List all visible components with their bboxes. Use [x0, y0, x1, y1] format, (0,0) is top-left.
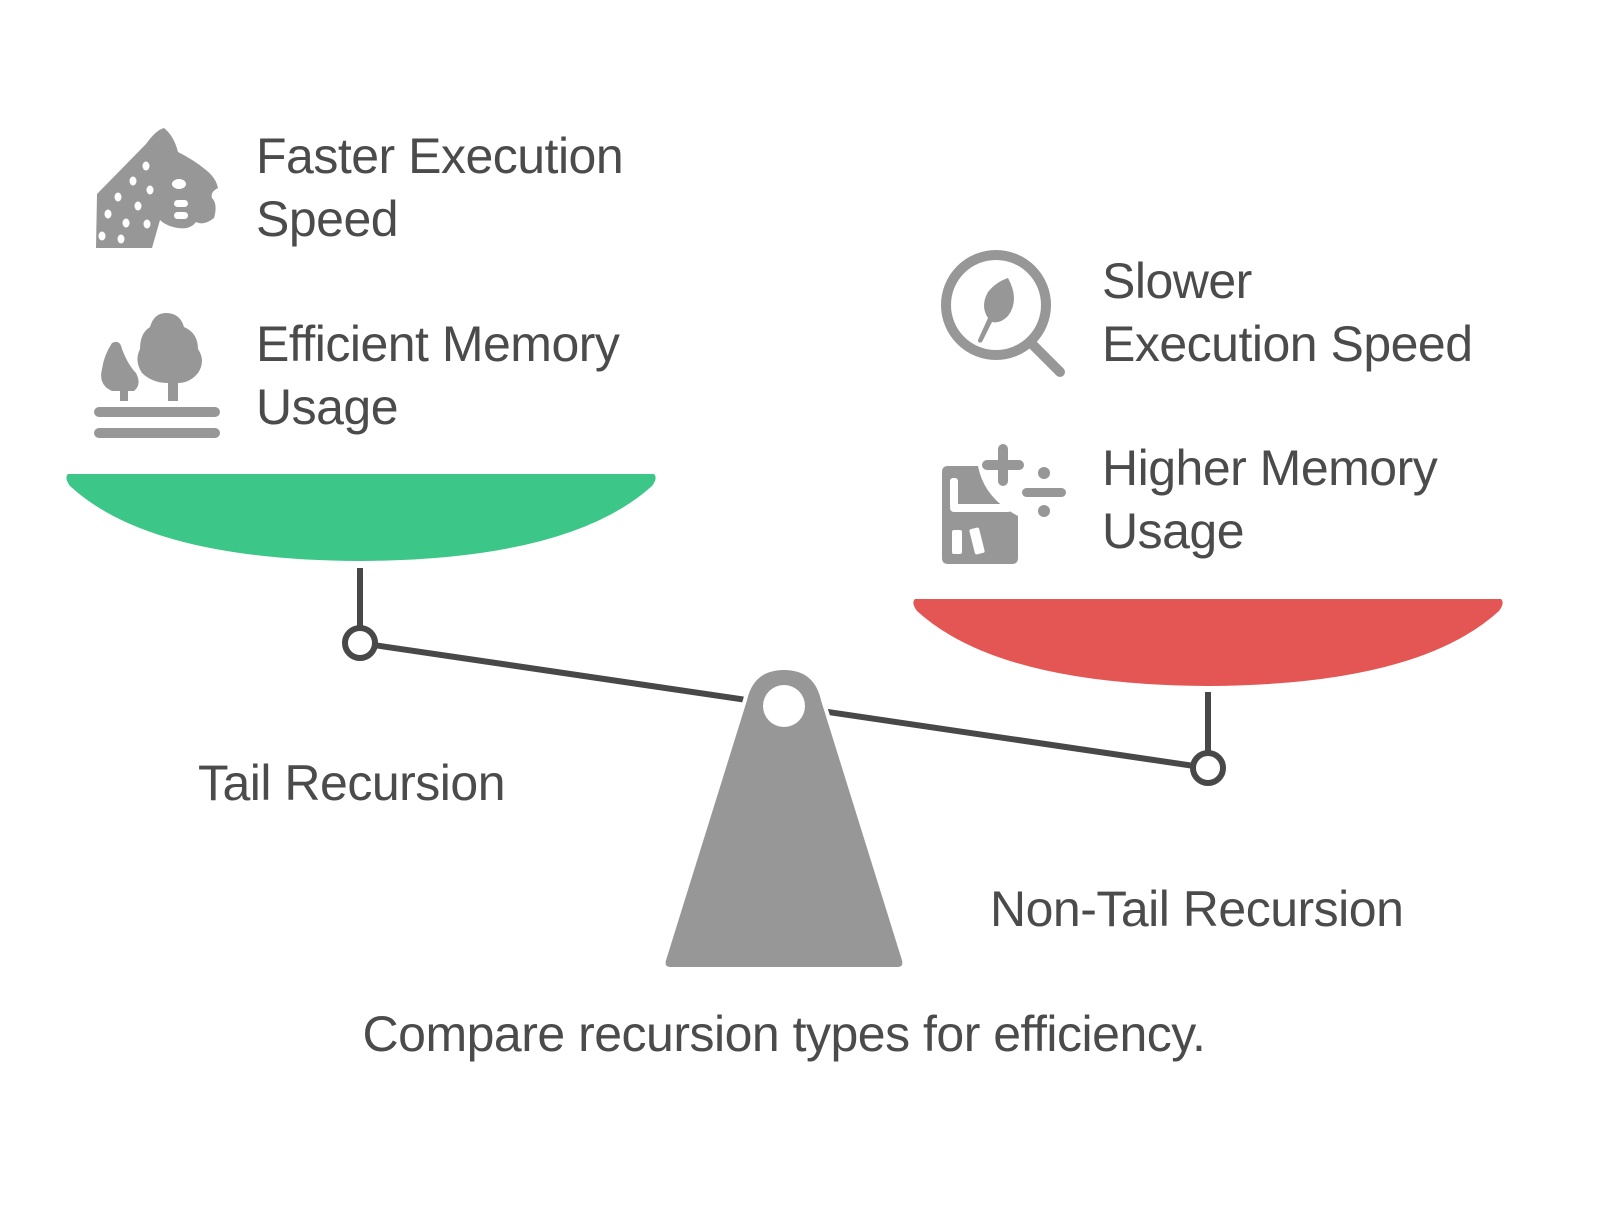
benefit-text-line: Speed — [256, 191, 399, 247]
left-pivot — [342, 625, 378, 661]
calculator-math-icon — [942, 444, 1066, 564]
benefit-text-line: Usage — [256, 379, 399, 435]
drawback-text-line: Higher Memory — [1102, 440, 1438, 496]
drawback-text-line: Slower — [1102, 253, 1252, 309]
cheetah-icon — [96, 128, 218, 248]
benefit-text-line: Efficient Memory — [256, 316, 620, 372]
drawback-slower-speed: Slower Execution Speed — [1102, 250, 1473, 376]
right-pan — [913, 599, 1503, 686]
benefit-text-line: Faster Execution — [256, 128, 624, 184]
trees-icon — [94, 313, 220, 438]
label-non-tail-recursion: Non-Tail Recursion — [990, 881, 1404, 937]
right-pivot — [1190, 750, 1226, 786]
benefit-faster-speed: Faster Execution Speed — [256, 125, 624, 251]
benefit-efficient-memory: Efficient Memory Usage — [256, 313, 620, 439]
drawback-text-line: Usage — [1102, 503, 1245, 559]
fulcrum — [661, 665, 907, 971]
left-pan — [66, 474, 656, 561]
magnifier-leaf-icon — [941, 250, 1065, 377]
diagram-caption: Compare recursion types for efficiency. — [362, 1006, 1206, 1062]
drawback-text-line: Execution Speed — [1102, 316, 1473, 372]
label-tail-recursion: Tail Recursion — [198, 755, 506, 811]
drawback-higher-memory: Higher Memory Usage — [1102, 437, 1438, 563]
